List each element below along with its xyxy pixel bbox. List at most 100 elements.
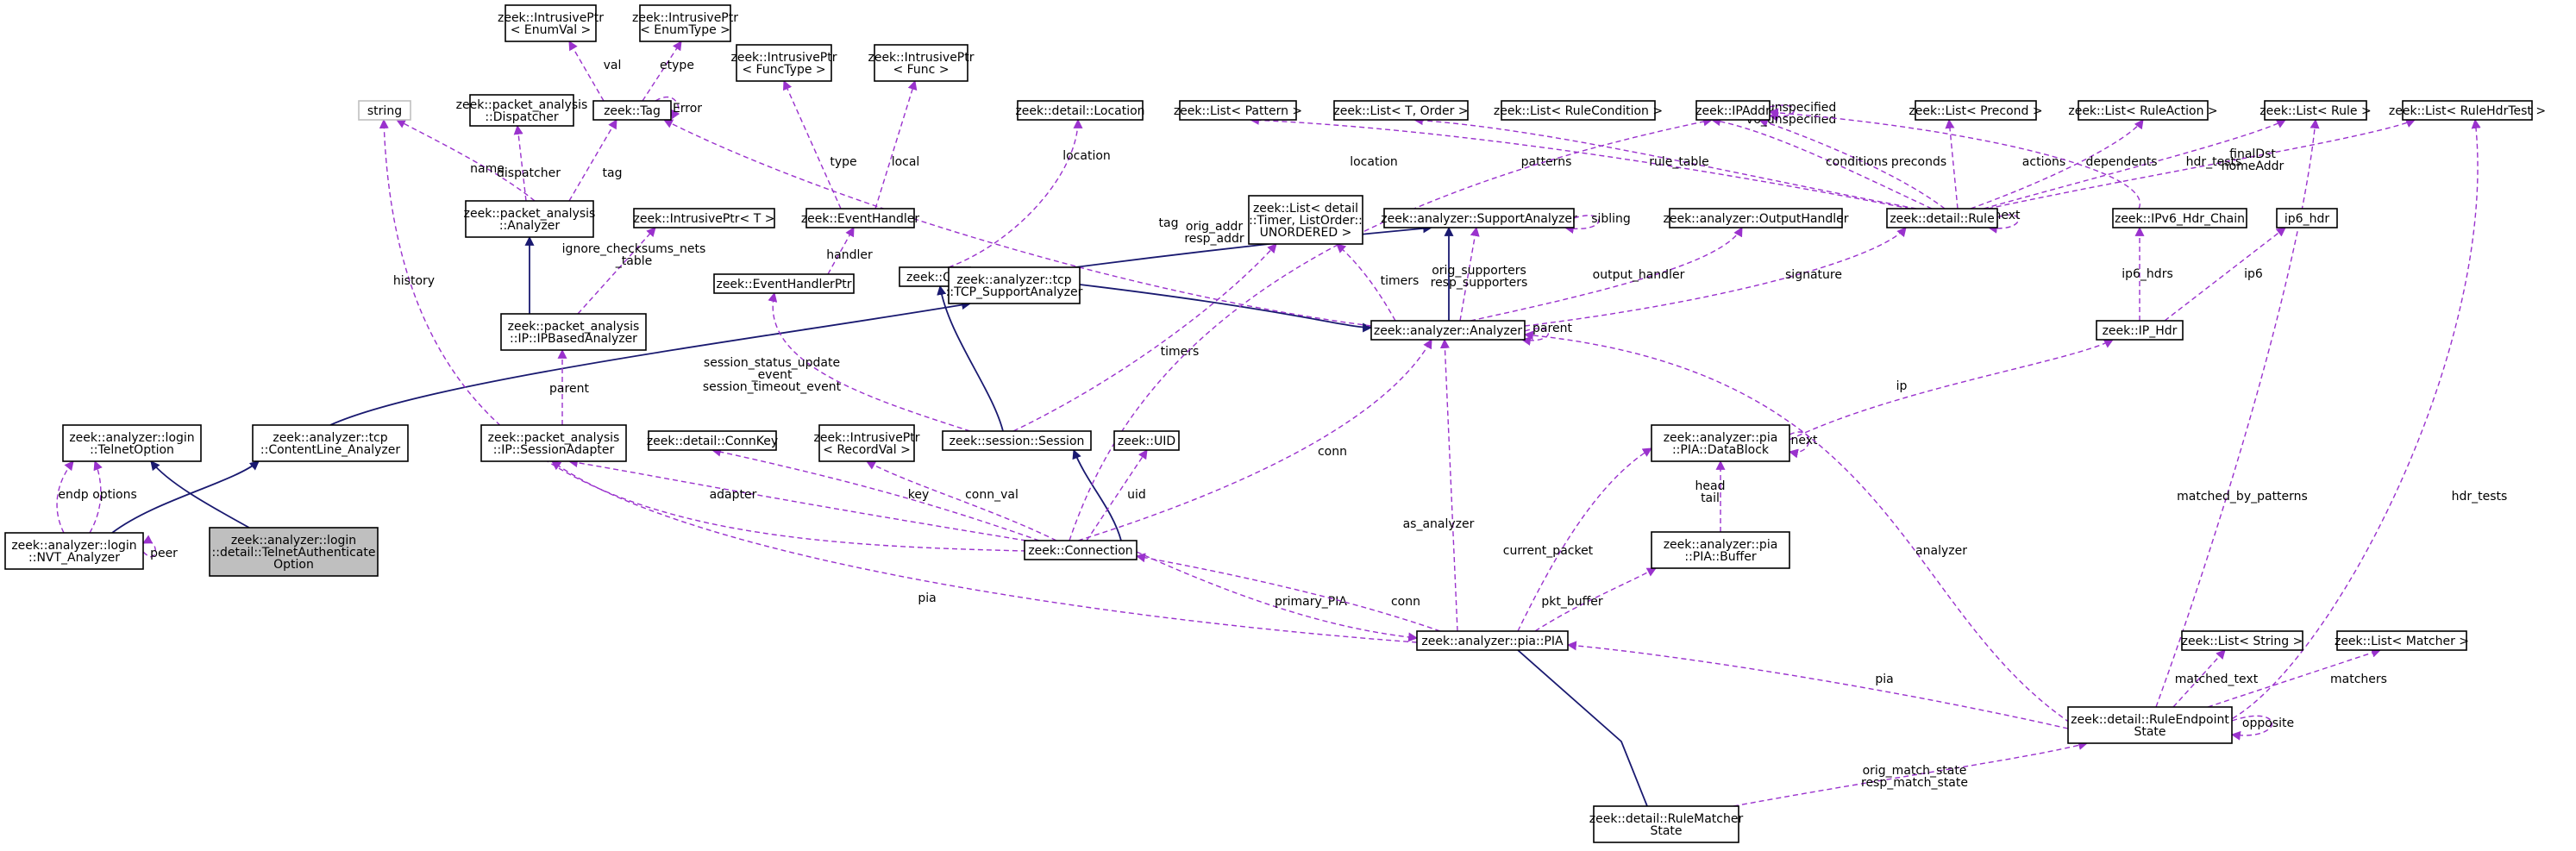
class-node-listrule[interactable]: zeek::List< Rule > xyxy=(2259,100,2372,121)
class-node-connection[interactable]: zeek::Connection xyxy=(1024,540,1138,560)
class-node-string[interactable]: string xyxy=(358,100,411,121)
class-node-box[interactable] xyxy=(1651,424,1790,462)
class-node-box[interactable] xyxy=(1113,430,1180,451)
class-node-label: zeek::IntrusivePtr xyxy=(813,431,919,445)
class-node-uid[interactable]: zeek::UID xyxy=(1113,430,1180,451)
class-node-box[interactable] xyxy=(736,44,832,82)
class-node-box[interactable] xyxy=(639,4,731,42)
class-node-label: zeek::IntrusivePtr xyxy=(730,51,837,65)
class-node-box[interactable] xyxy=(465,200,594,238)
class-node-box[interactable] xyxy=(4,532,144,570)
class-node-box[interactable] xyxy=(2402,100,2533,121)
class-node-box[interactable] xyxy=(1695,100,1771,121)
class-node-box[interactable] xyxy=(1593,805,1739,843)
class-node-func[interactable]: zeek::IntrusivePtr< Func > xyxy=(868,44,975,82)
class-node-connkey[interactable]: zeek::detail::ConnKey xyxy=(647,430,778,451)
class-node-box[interactable] xyxy=(818,424,915,462)
class-node-recordval[interactable]: zeek::IntrusivePtr< RecordVal > xyxy=(813,424,920,462)
class-node-box[interactable] xyxy=(1248,195,1363,245)
class-node-box[interactable] xyxy=(2096,320,2184,341)
class-node-listrulehdr[interactable]: zeek::List< RuleHdrTest > xyxy=(2389,100,2546,121)
class-node-box[interactable] xyxy=(2181,630,2303,651)
class-node-datablock[interactable]: zeek::analyzer::pia::PIA::DataBlock xyxy=(1651,424,1790,462)
class-node-box[interactable] xyxy=(2264,100,2367,121)
class-node-listtorder[interactable]: zeek::List< T, Order > xyxy=(1333,100,1469,121)
class-node-box[interactable] xyxy=(252,424,409,462)
class-node-eventhandler[interactable]: zeek::EventHandler xyxy=(801,208,920,228)
class-node-box[interactable] xyxy=(713,273,855,294)
class-node-supportanalyzer[interactable]: zeek::analyzer::SupportAnalyzer xyxy=(1381,208,1577,228)
class-node-box[interactable] xyxy=(633,208,775,228)
class-node-enumtype[interactable]: zeek::IntrusivePtr< EnumType > xyxy=(632,4,738,42)
class-node-dispatcher[interactable]: zeek::packet_analysis::Dispatcher xyxy=(456,94,588,127)
class-node-sessionadapter[interactable]: zeek::packet_analysis::IP::SessionAdapte… xyxy=(480,424,627,462)
class-node-enumval[interactable]: zeek::IntrusivePtr< EnumVal > xyxy=(498,4,604,42)
class-node-listpattern[interactable]: zeek::List< Pattern > xyxy=(1174,100,1302,121)
class-node-box[interactable] xyxy=(1416,630,1569,651)
class-node-location[interactable]: zeek::detail::Location xyxy=(1015,100,1145,121)
class-node-ipv6chain[interactable]: zeek::IPv6_Hdr_Chain xyxy=(2112,208,2247,228)
class-node-ipbased[interactable]: zeek::packet_analysis::IP::IPBasedAnalyz… xyxy=(500,313,647,351)
class-node-box[interactable] xyxy=(2276,208,2338,228)
class-node-tcp_support[interactable]: zeek::analyzer::tcp::TCP_SupportAnalyzer xyxy=(946,266,1083,304)
class-node-focus[interactable]: zeek::analyzer::login::detail::TelnetAut… xyxy=(209,527,379,577)
class-node-buffer[interactable]: zeek::analyzer::pia::PIA::Buffer xyxy=(1651,531,1790,569)
class-node-box[interactable] xyxy=(1886,208,1998,228)
class-node-timerlist[interactable]: zeek::List< detail::Timer, ListOrder::UN… xyxy=(1248,195,1363,245)
class-node-nvt[interactable]: zeek::analyzer::login::NVT_Analyzer xyxy=(4,532,144,570)
class-node-pkt_analyzer[interactable]: zeek::packet_analysis::Analyzer xyxy=(464,200,596,238)
class-node-box[interactable] xyxy=(948,266,1081,304)
class-node-box[interactable] xyxy=(1669,208,1843,228)
class-node-box[interactable] xyxy=(1179,100,1297,121)
class-node-session[interactable]: zeek::session::Session xyxy=(942,430,1092,451)
class-node-box[interactable] xyxy=(209,527,379,577)
class-node-box[interactable] xyxy=(500,313,647,351)
class-node-box[interactable] xyxy=(942,430,1092,451)
class-node-ip6hdr[interactable]: ip6_hdr xyxy=(2276,208,2338,228)
class-node-box[interactable] xyxy=(805,208,915,228)
class-node-eventhandlerptr[interactable]: zeek::EventHandlerPtr xyxy=(713,273,855,294)
class-node-tag[interactable]: zeek::Tag xyxy=(592,100,672,121)
class-node-box[interactable] xyxy=(1501,100,1656,121)
class-node-listmatcher[interactable]: zeek::List< Matcher > xyxy=(2335,630,2469,651)
class-node-box[interactable] xyxy=(592,100,672,121)
class-node-functype[interactable]: zeek::IntrusivePtr< FuncType > xyxy=(730,44,837,82)
class-node-intrusive_t[interactable]: zeek::IntrusivePtr< T > xyxy=(633,208,775,228)
class-node-box[interactable] xyxy=(1024,540,1138,560)
class-node-listruleaction[interactable]: zeek::List< RuleAction > xyxy=(2068,100,2218,121)
class-node-box[interactable] xyxy=(2067,706,2233,744)
class-node-box[interactable] xyxy=(1383,208,1575,228)
class-node-box[interactable] xyxy=(1333,100,1469,121)
class-node-listrulecond[interactable]: zeek::List< RuleCondition > xyxy=(1494,100,1663,121)
class-node-box[interactable] xyxy=(469,94,574,127)
class-node-box[interactable] xyxy=(62,424,202,462)
class-node-rule[interactable]: zeek::detail::Rule xyxy=(1886,208,1998,228)
inheritance-arrow xyxy=(1507,641,1648,807)
class-node-box[interactable] xyxy=(358,100,411,121)
class-node-box[interactable] xyxy=(874,44,968,82)
class-node-pia[interactable]: zeek::analyzer::pia::PIA xyxy=(1416,630,1569,651)
class-node-box[interactable] xyxy=(648,430,777,451)
class-node-box[interactable] xyxy=(2112,208,2247,228)
class-node-outputhandler[interactable]: zeek::analyzer::OutputHandler xyxy=(1664,208,1849,228)
class-node-analyzer[interactable]: zeek::analyzer::Analyzer xyxy=(1370,320,1526,341)
class-node-listprecond[interactable]: zeek::List< Precond > xyxy=(1908,100,2043,121)
class-node-ipaddr[interactable]: zeek::IPAddr xyxy=(1695,100,1771,121)
class-node-box[interactable] xyxy=(505,4,597,42)
class-node-iphdr[interactable]: zeek::IP_Hdr xyxy=(2096,320,2184,341)
class-node-liststring[interactable]: zeek::List< String > xyxy=(2181,630,2303,651)
class-node-box[interactable] xyxy=(480,424,627,462)
edge-label: next xyxy=(1790,434,1818,447)
class-node-contentline[interactable]: zeek::analyzer::tcp::ContentLine_Analyze… xyxy=(252,424,409,462)
class-node-box[interactable] xyxy=(1370,320,1526,341)
class-node-box[interactable] xyxy=(1017,100,1144,121)
class-node-box[interactable] xyxy=(1915,100,2037,121)
class-node-telnetoption[interactable]: zeek::analyzer::login::TelnetOption xyxy=(62,424,202,462)
class-node-box[interactable] xyxy=(1651,531,1790,569)
class-node-box[interactable] xyxy=(2078,100,2209,121)
class-node-box[interactable] xyxy=(2336,630,2467,651)
